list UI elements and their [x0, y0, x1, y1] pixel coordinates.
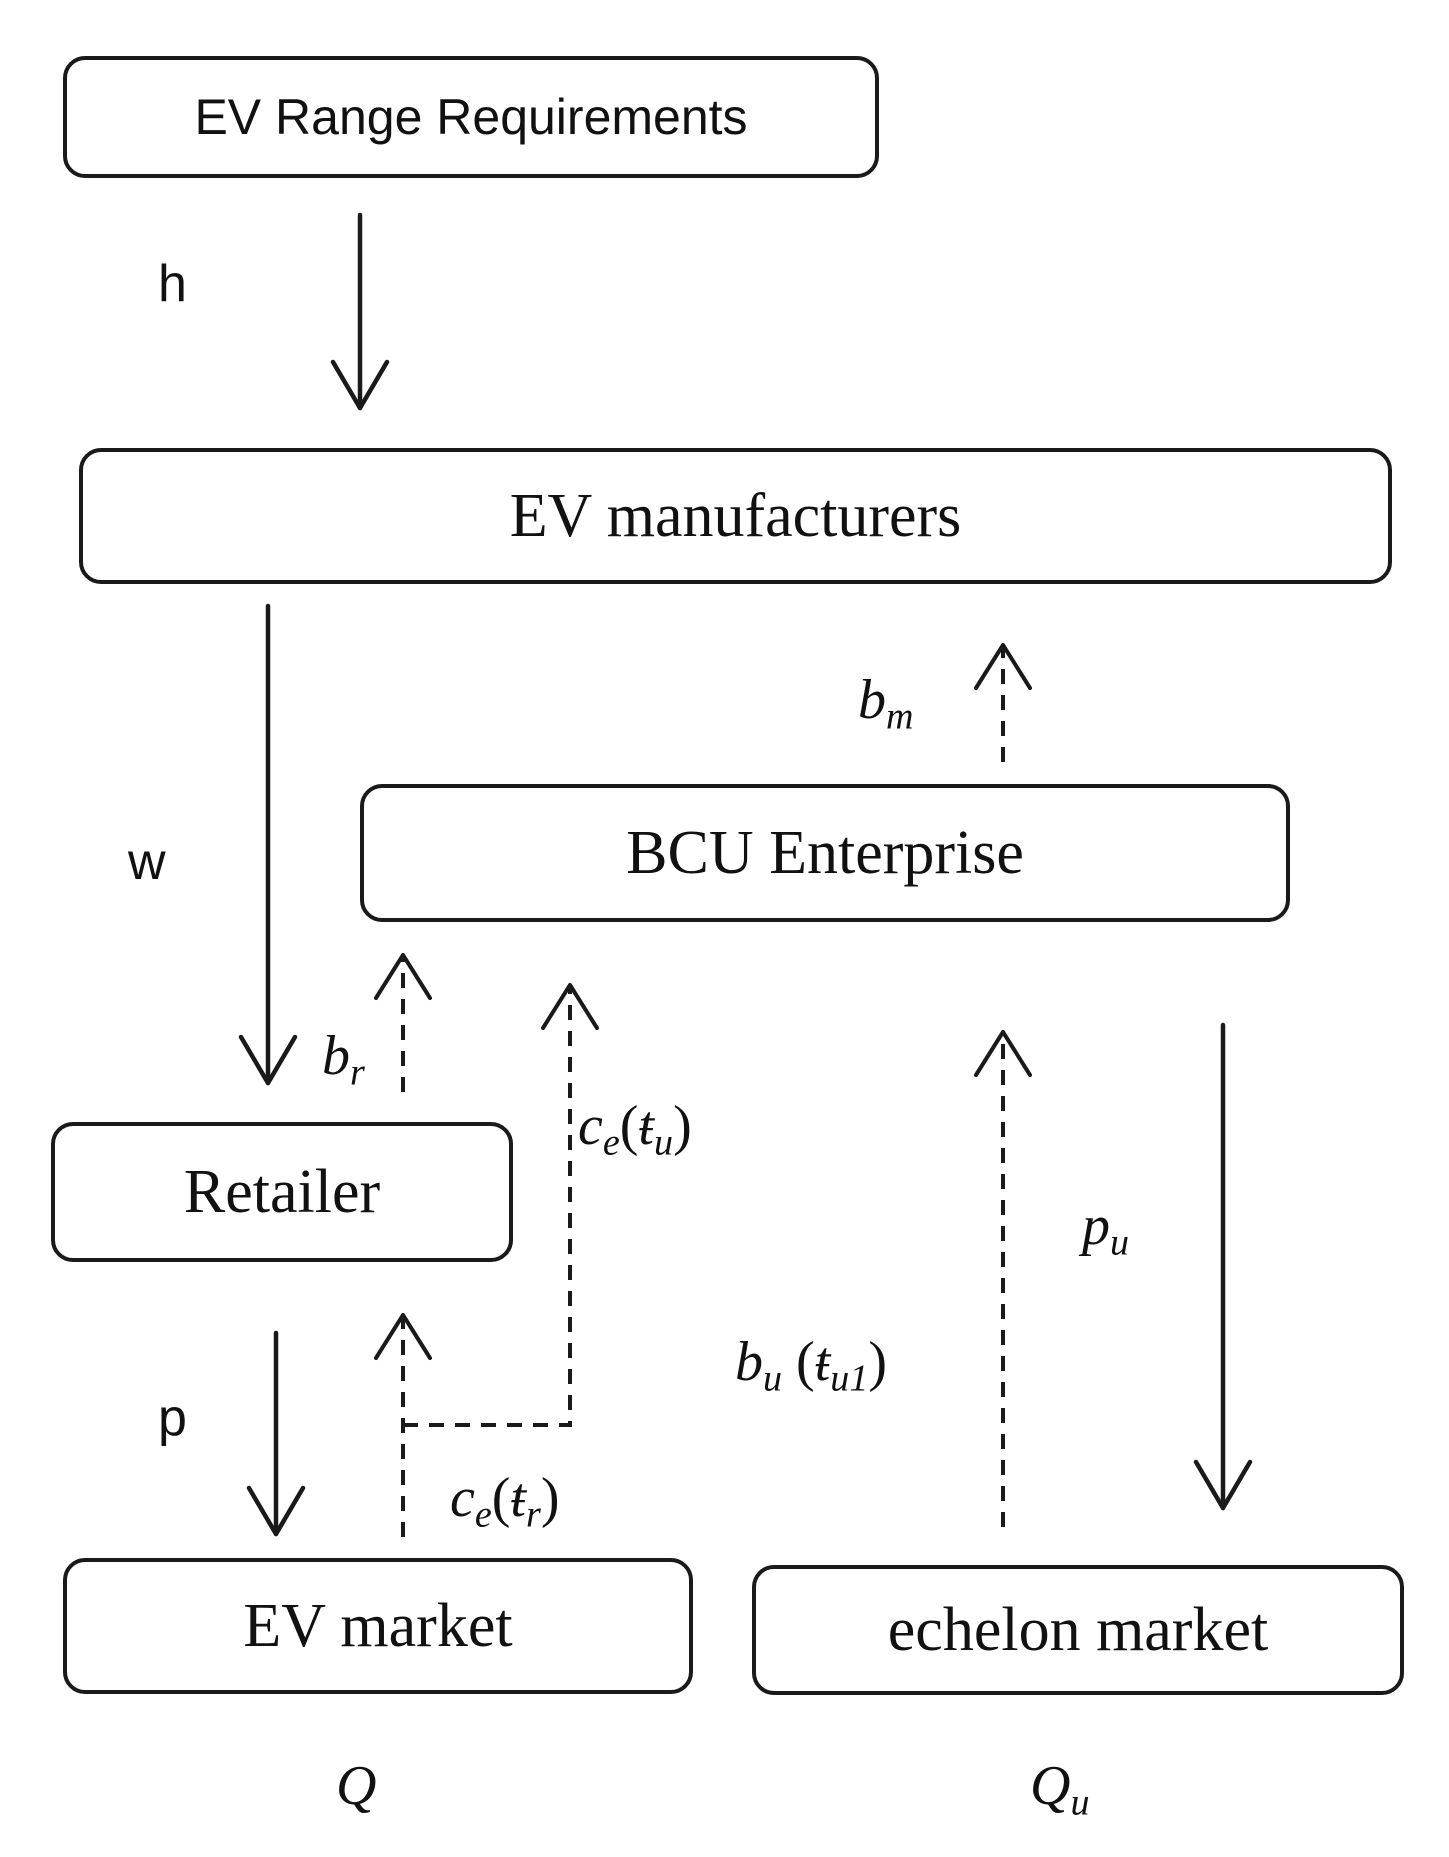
node-echelon-market: echelon market — [752, 1565, 1404, 1695]
node-ev-range-requirements: EV Range Requirements — [63, 56, 879, 178]
label-p: p — [158, 1389, 187, 1447]
label-h: h — [158, 255, 187, 313]
node-ev-range-requirements-label: EV Range Requirements — [194, 89, 748, 145]
label-c-e-tr: ce(ŧr) — [450, 1467, 560, 1536]
label-b-u: bu (ŧu1) — [735, 1331, 888, 1400]
label-c-e-tu: ce(ŧu) — [578, 1095, 692, 1164]
label-b-m: bm — [858, 669, 914, 738]
node-bcu-enterprise-label: BCU Enterprise — [626, 818, 1024, 887]
label-b-r: br — [322, 1025, 365, 1094]
arrow-c-e-tu-head — [541, 983, 599, 1030]
node-ev-market-label: EV market — [243, 1591, 513, 1660]
arrow-p-u-head — [1193, 1459, 1253, 1511]
arrow-c-e-tu — [403, 988, 572, 1427]
arrow-b-m-head — [974, 643, 1032, 690]
node-ev-manufacturers-label: EV manufacturers — [509, 481, 962, 550]
label-p-u: pu — [1082, 1195, 1130, 1264]
label-w: w — [128, 833, 166, 891]
arrow-b-r-head — [374, 953, 432, 1000]
arrow-h-head — [330, 359, 390, 411]
arrow-b-u-head — [974, 1030, 1032, 1077]
node-bcu-enterprise: BCU Enterprise — [360, 784, 1290, 922]
label-quantity-q: Q — [336, 1755, 377, 1817]
node-retailer: Retailer — [51, 1122, 513, 1262]
arrow-p-head — [246, 1485, 306, 1537]
arrow-c-e-tr-head — [374, 1313, 432, 1360]
arrow-w-head — [238, 1034, 298, 1086]
node-retailer-label: Retailer — [183, 1157, 381, 1226]
node-echelon-market-label: echelon market — [887, 1595, 1269, 1664]
node-ev-manufacturers: EV manufacturers — [79, 448, 1392, 584]
node-ev-market: EV market — [63, 1558, 693, 1694]
label-quantity-q-u: Qu — [1030, 1755, 1090, 1824]
